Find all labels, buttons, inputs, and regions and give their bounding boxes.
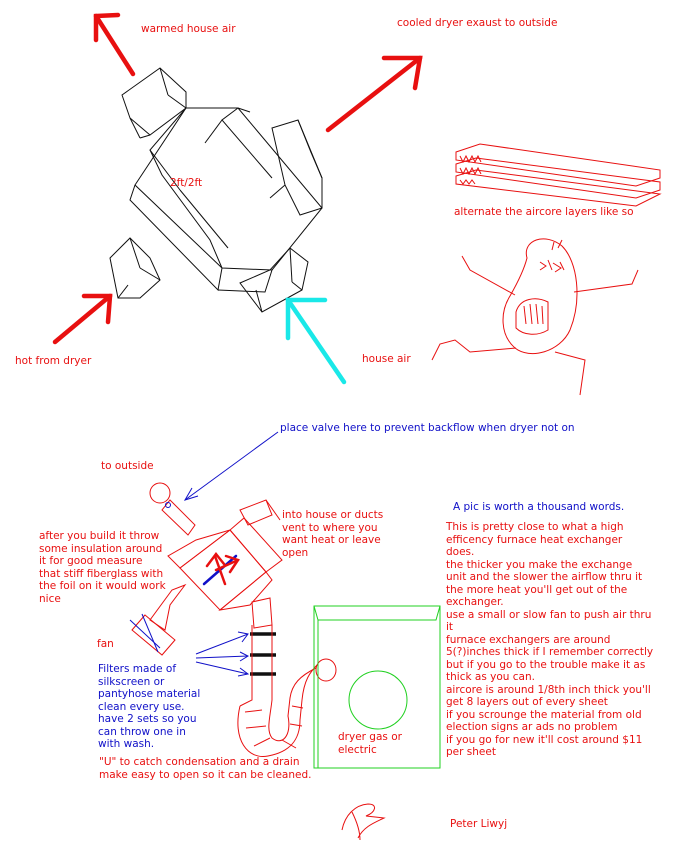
- explanation-text: This is pretty close to what a high effi…: [446, 521, 654, 758]
- to-outside-label: to outside: [101, 460, 154, 472]
- hot-from-dryer-arrow: [52, 293, 113, 345]
- cartoon-figure: [431, 238, 639, 396]
- u-trap-duct: [237, 625, 337, 757]
- fan-label: fan: [97, 638, 114, 650]
- flow-direction-arrows: [202, 551, 240, 586]
- cooled-exhaust-arrow: [325, 55, 423, 133]
- valve-arrow: [183, 431, 279, 501]
- filters-note: Filters made of silkscreen or pantyhose …: [98, 663, 201, 750]
- hot-from-dryer-label: hot from dryer: [15, 355, 92, 367]
- dryer-label: dryer gas or electric: [338, 731, 402, 756]
- cooled-exhaust-label: cooled dryer exaust to outside: [397, 17, 558, 29]
- size-label: 2ft/2ft: [170, 177, 202, 189]
- exchanger-unit: [131, 499, 283, 656]
- fan-icon: [129, 613, 161, 653]
- filter-pointer-arrows: [195, 631, 250, 677]
- dryer-icon: [313, 605, 441, 769]
- into-house-label: into house or ducts vent to where you wa…: [282, 509, 384, 559]
- aircore-layers: [455, 143, 662, 207]
- insulation-note: after you build it throw some insulation…: [39, 530, 166, 605]
- heat-exchanger-box: [109, 67, 323, 313]
- warmed-air-label: warmed house air: [141, 23, 236, 35]
- house-air-label: house air: [362, 353, 411, 365]
- outside-vent: [149, 482, 196, 536]
- house-air-arrow: [285, 297, 347, 385]
- valve-note: place valve here to prevent backflow whe…: [280, 422, 575, 434]
- signature-name: Peter Liwyj: [450, 818, 508, 830]
- alternate-layers-label: alternate the aircore layers like so: [454, 206, 634, 218]
- warmed-air-arrow: [93, 12, 136, 77]
- u-trap-note: "U" to catch condensation and a drain ma…: [99, 756, 312, 781]
- pic-worth-label: A pic is worth a thousand words.: [453, 501, 625, 513]
- signature-scribble: [341, 803, 386, 841]
